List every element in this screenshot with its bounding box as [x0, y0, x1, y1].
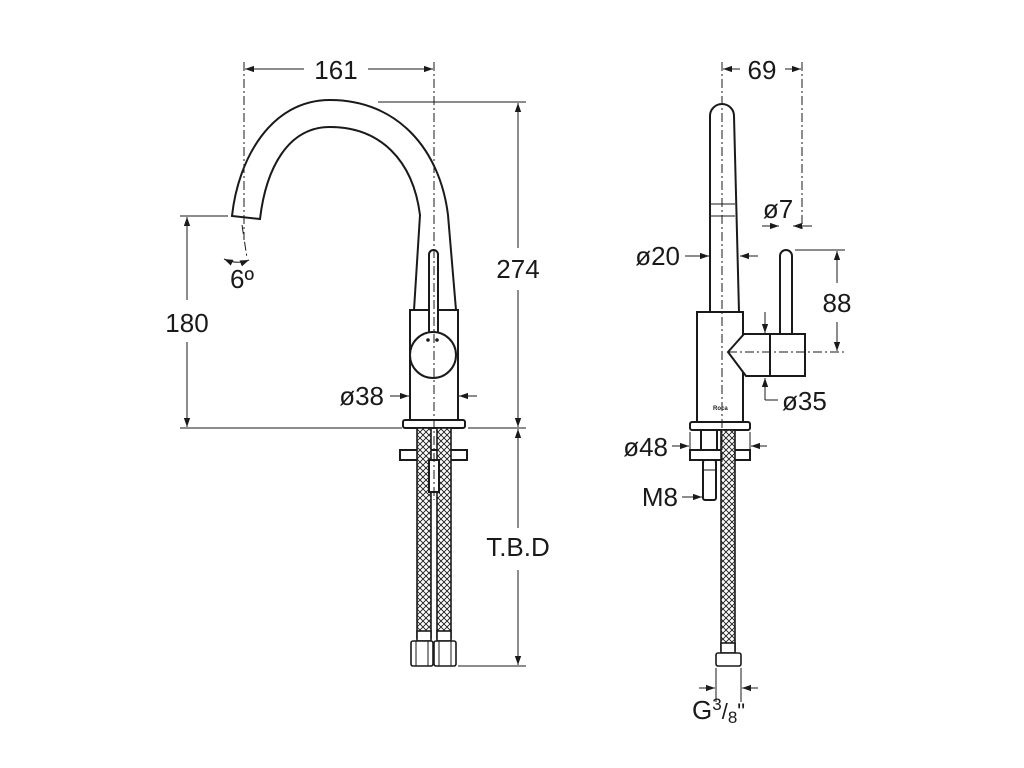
dim-35-label: ø35: [782, 386, 827, 416]
dim-88-label: 88: [823, 288, 852, 318]
dim-48-label: ø48: [623, 432, 668, 462]
side-spout: [709, 103, 741, 313]
dim-7-label: ø7: [763, 194, 793, 224]
dim-connection-label: G3/8": [692, 695, 745, 727]
side-stud: [702, 459, 717, 501]
side-nut: [715, 652, 742, 667]
dim-38-label: ø38: [339, 381, 384, 411]
front-handle-disk: [409, 331, 457, 379]
front-centerline-outlet: [241, 224, 248, 259]
side-hose: [720, 429, 736, 651]
dim-161-label: 161: [314, 55, 357, 85]
angle-6-label: 6º: [230, 264, 254, 294]
dim-tbd-label: T.B.D: [486, 532, 550, 562]
side-view: Roca 69 ø7 ø20 88: [623, 55, 851, 727]
front-nut-collar-right: [436, 630, 452, 642]
front-view: 161 274 180 6º ø38 T.B.D: [165, 55, 550, 667]
front-handle-dot-left: [426, 338, 430, 342]
front-handle-dot-right: [435, 338, 439, 342]
side-stud-upper: [700, 429, 718, 451]
side-lever: [779, 249, 793, 341]
front-spout: [230, 98, 458, 311]
dim-20-label: ø20: [635, 241, 680, 271]
dim-m8-label: M8: [642, 482, 678, 512]
brand-logo: Roca: [713, 406, 728, 412]
dim-180-label: 180: [165, 308, 208, 338]
dim-69-label: 69: [748, 55, 777, 85]
angle-6-arc: [223, 258, 250, 267]
dim-274-label: 274: [496, 254, 539, 284]
front-nut-right: [433, 640, 457, 667]
side-mounting-plate: [689, 449, 751, 461]
front-nut-left: [410, 640, 434, 667]
front-nut-collar-left: [416, 630, 432, 642]
side-handle-cap: [769, 333, 806, 377]
side-nut-collar: [720, 642, 736, 654]
side-base-flange: [689, 421, 751, 431]
